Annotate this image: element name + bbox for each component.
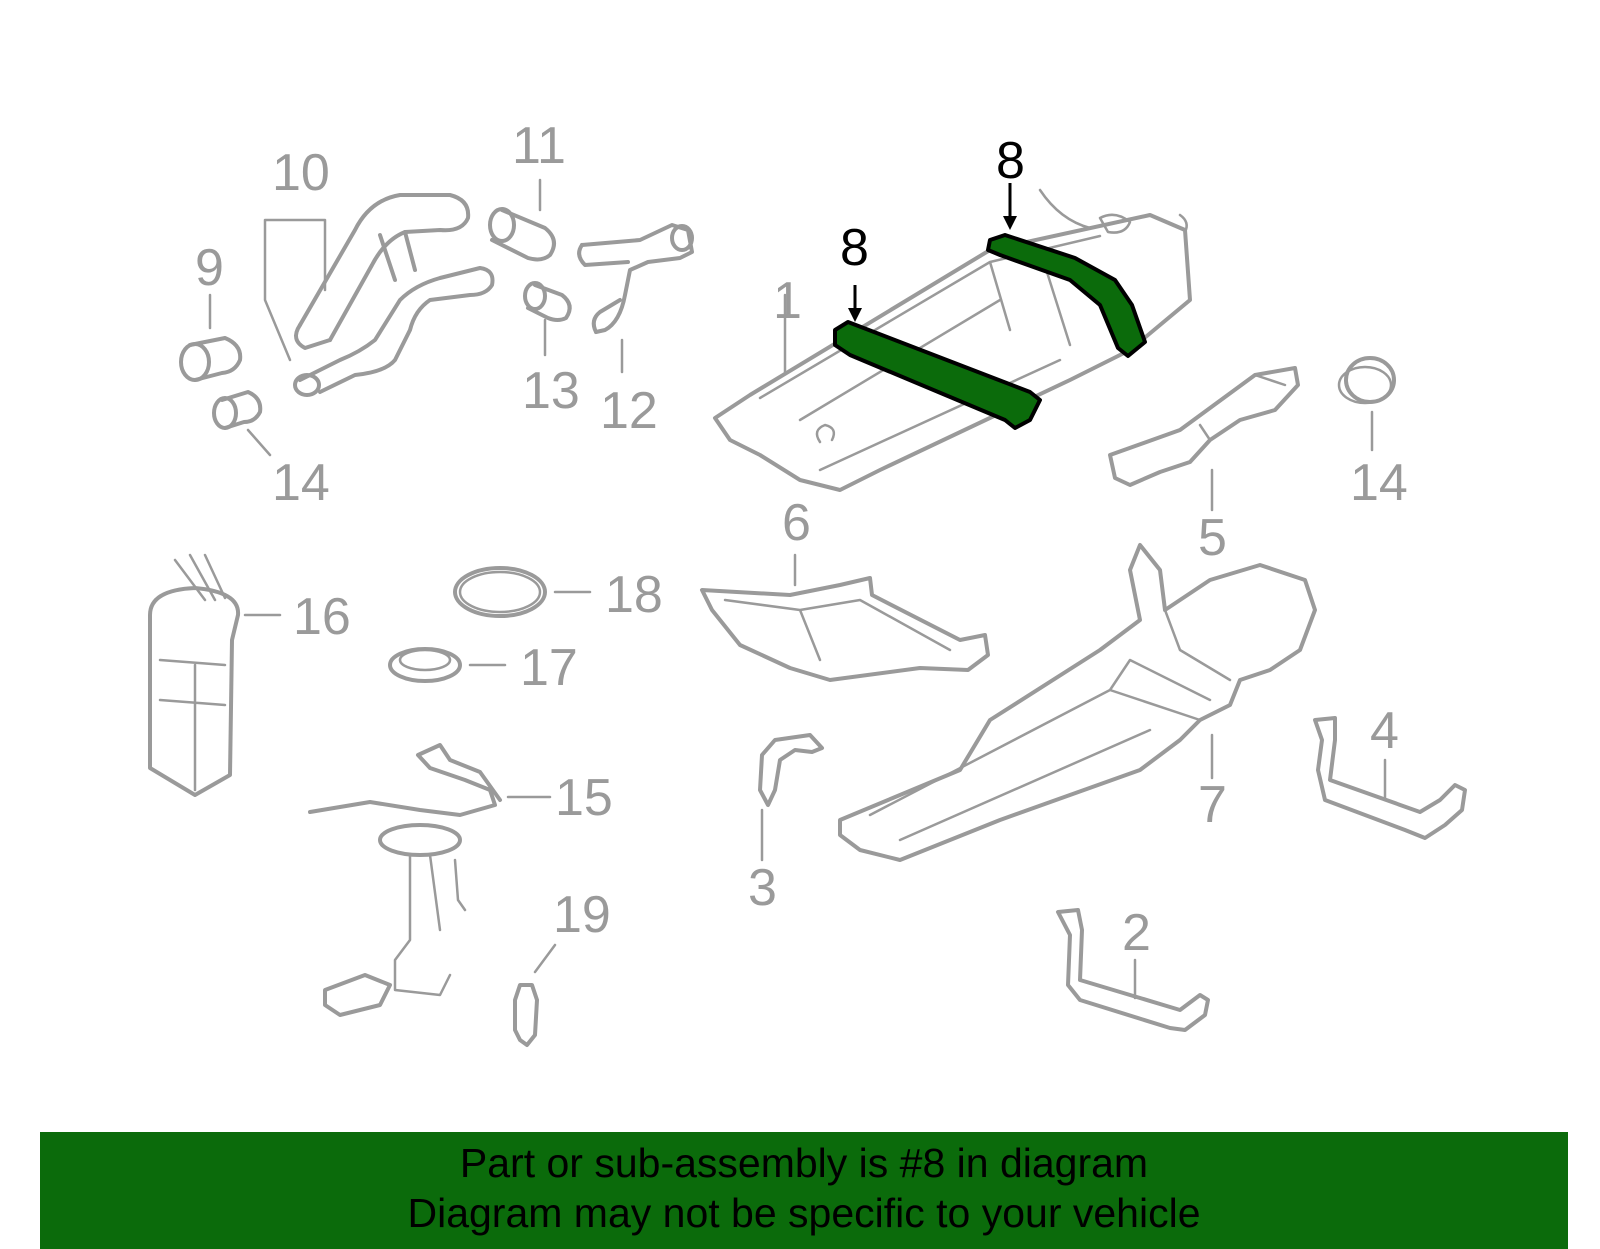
svg-text:4: 4 [1370, 702, 1399, 760]
callout-12: 12 [600, 382, 658, 440]
callout-5: 5 [1198, 509, 1227, 567]
callout-10: 10 [272, 144, 330, 202]
callout-8-front: 8 [840, 219, 869, 322]
svg-text:13: 13 [522, 362, 580, 420]
banner-line-2: Diagram may not be specific to your vehi… [407, 1190, 1201, 1236]
part-8-strap-front [833, 320, 1042, 430]
callout-11: 11 [512, 117, 566, 175]
part-16-sender [308, 743, 552, 1017]
callout-16: 15 [555, 769, 613, 827]
svg-text:9: 9 [195, 239, 224, 297]
part-17-pump-module [148, 553, 282, 797]
svg-text:11: 11 [512, 117, 566, 175]
callout-9: 9 [195, 239, 224, 297]
callout-20: 19 [553, 886, 611, 944]
part-2-strap [1056, 908, 1210, 1032]
part-18-lock-ring [388, 647, 507, 683]
callout-8-rear: 8 [996, 132, 1025, 230]
svg-text:17: 17 [520, 639, 578, 697]
svg-text:15: 15 [555, 769, 613, 827]
part-4-strap [1313, 716, 1467, 840]
part-3-bracket [758, 733, 824, 862]
part-5-shield [1108, 366, 1300, 512]
callout-7: 7 [1198, 776, 1227, 834]
callout-1: 1 [773, 272, 802, 330]
callout-2: 2 [1122, 904, 1151, 962]
part-6-skid-plate [700, 553, 990, 682]
callout-4: 4 [1370, 702, 1399, 760]
svg-text:14: 14 [1350, 454, 1408, 512]
callout-18: 17 [520, 639, 578, 697]
part-11-sleeve [488, 178, 556, 262]
svg-text:10: 10 [272, 144, 330, 202]
svg-text:8: 8 [996, 132, 1025, 190]
callout-15: 14 [1350, 454, 1408, 512]
callout-19: 18 [605, 566, 663, 624]
svg-text:6: 6 [782, 494, 811, 552]
callout-17: 16 [293, 588, 351, 646]
callout-14: 14 [272, 454, 330, 512]
callout-6: 6 [782, 494, 811, 552]
svg-text:7: 7 [1198, 776, 1227, 834]
part-20-filter [513, 943, 557, 1047]
svg-text:5: 5 [1198, 509, 1227, 567]
svg-text:19: 19 [553, 886, 611, 944]
part-14-bushing [212, 390, 272, 457]
part-12-hose [577, 223, 694, 374]
svg-text:1: 1 [773, 272, 802, 330]
svg-text:2: 2 [1122, 904, 1151, 962]
part-15-cap [1337, 356, 1396, 452]
callout-3: 3 [748, 859, 777, 917]
callout-13: 13 [522, 362, 580, 420]
part-10-hoses [263, 193, 495, 397]
svg-text:8: 8 [840, 219, 869, 277]
info-banner: Part or sub-assembly is #8 in diagram Di… [40, 1132, 1568, 1249]
svg-text:18: 18 [605, 566, 663, 624]
svg-text:16: 16 [293, 588, 351, 646]
part-9-bushing [179, 293, 243, 382]
part-7-large-shield [838, 543, 1317, 862]
svg-text:3: 3 [748, 859, 777, 917]
part-13-sleeve [523, 281, 572, 357]
part-8-strap-rear [986, 233, 1147, 358]
part-19-o-ring [453, 566, 592, 618]
svg-text:12: 12 [600, 382, 658, 440]
svg-text:14: 14 [272, 454, 330, 512]
banner-line-1: Part or sub-assembly is #8 in diagram [459, 1140, 1149, 1186]
